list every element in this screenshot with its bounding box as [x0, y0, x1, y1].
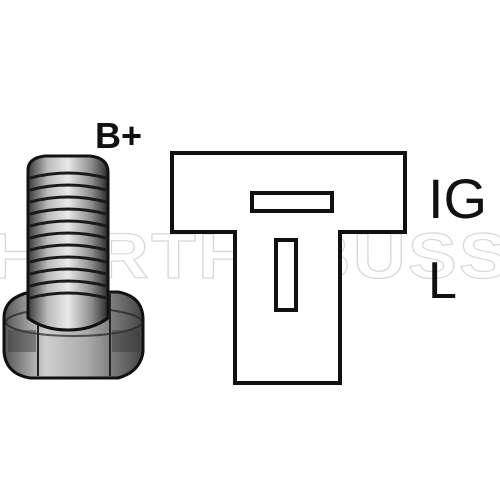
bolt-thread-line — [29, 195, 107, 204]
bolt-thread-line — [29, 279, 107, 288]
connector-plug-icon — [170, 151, 407, 385]
l-label: L — [428, 252, 457, 310]
ig-terminal-slot — [250, 191, 334, 213]
bolt-label: B+ — [95, 115, 142, 156]
bolt-thread-line — [29, 267, 107, 276]
bolt-thread-line — [29, 207, 107, 216]
bolt-thread-line — [29, 231, 107, 240]
l-terminal-slot — [274, 238, 298, 312]
bolt-thread-line — [29, 255, 107, 264]
bolt-shaft — [26, 154, 110, 332]
ig-label: IG — [428, 167, 487, 230]
bolt-thread-line — [29, 243, 107, 252]
bolt-thread-line — [29, 291, 107, 300]
bolt-thread-line — [29, 183, 107, 192]
bolt-thread-line — [29, 219, 107, 228]
bolt-terminal-icon — [2, 154, 145, 380]
bolt-thread-line — [29, 171, 107, 180]
